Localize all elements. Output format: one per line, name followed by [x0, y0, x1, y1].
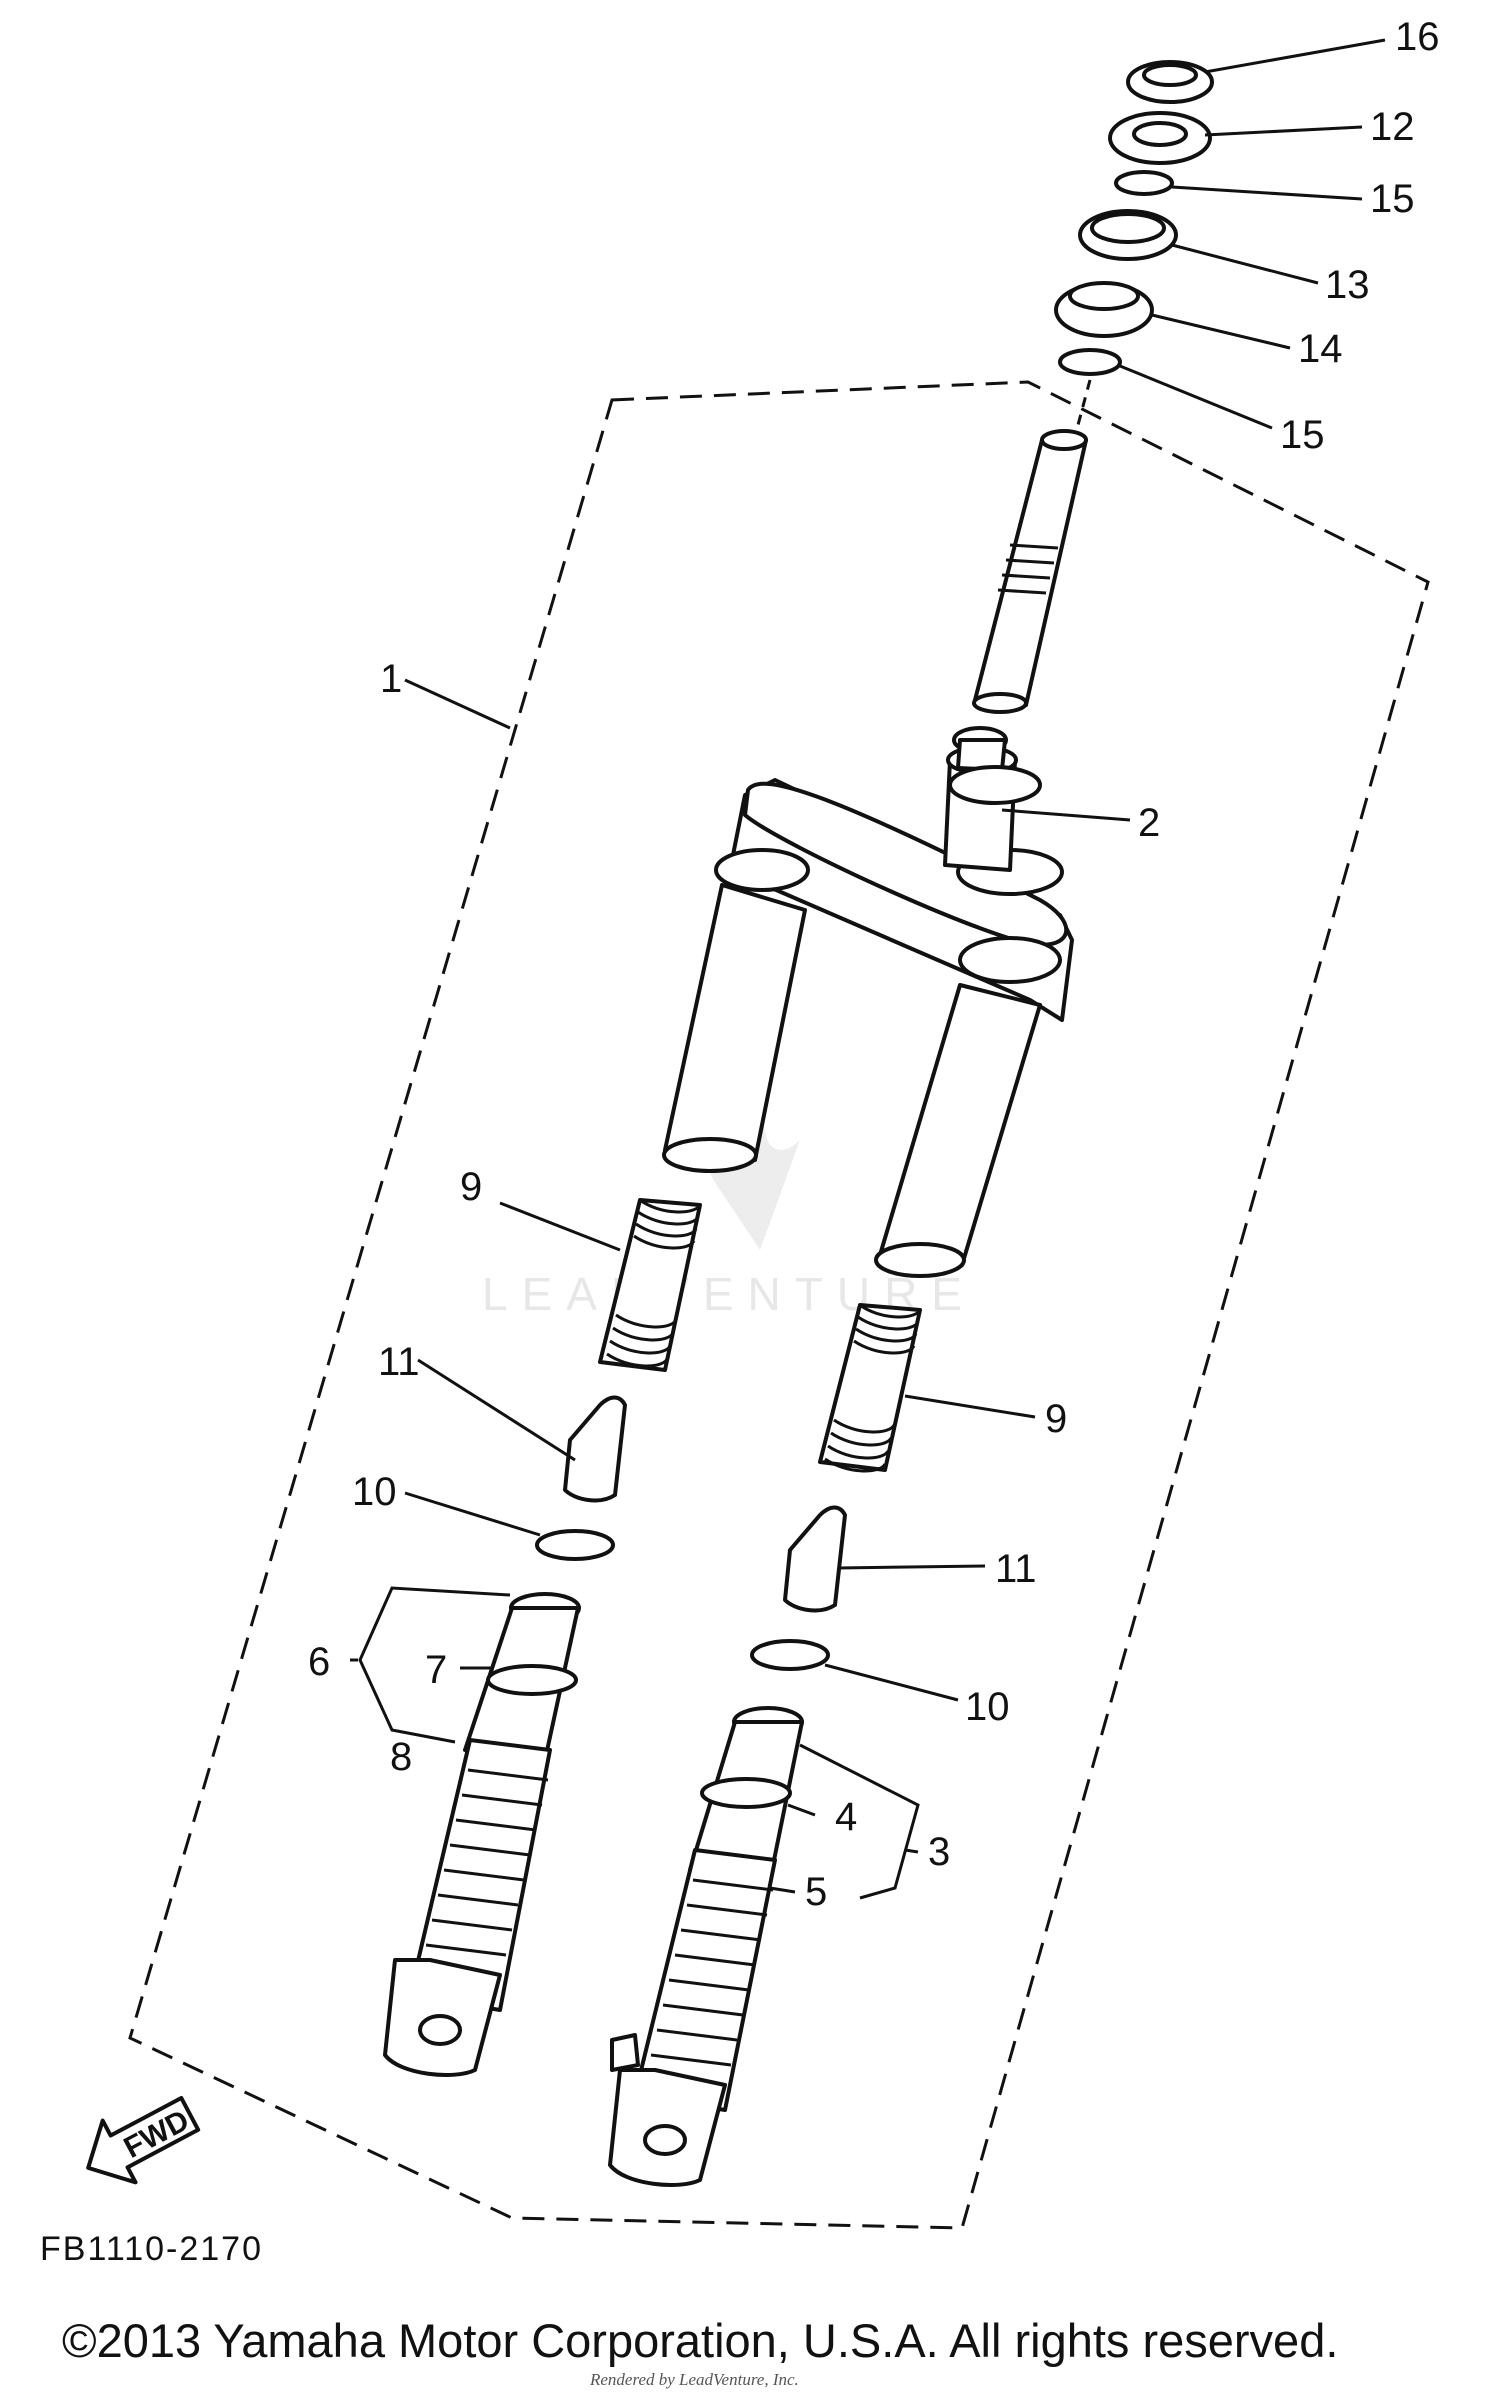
fork-spring-right: [818, 1303, 922, 1473]
diagram-code: FB1110-2170: [40, 2230, 263, 2268]
callout-labels: 16 12 15 13 14 15 1 2 9 9 11 11 10 10 6 …: [308, 15, 1440, 1914]
callout-3: 3: [928, 1830, 950, 1874]
callout-10-left: 10: [352, 1470, 397, 1514]
rendered-by: Rendered by LeadVenture, Inc.: [589, 2370, 799, 2389]
callout-12: 12: [1370, 105, 1415, 149]
collar-right: [783, 1505, 847, 1613]
collar-left: [563, 1395, 627, 1503]
top-bearing-stack: [1054, 60, 1214, 426]
callout-7: 7: [425, 1648, 447, 1692]
steering-stem: [972, 429, 1088, 714]
part-15-bearing: [1114, 170, 1174, 196]
callout-4: 4: [835, 1795, 857, 1839]
o-ring-right: [750, 1639, 830, 1671]
callout-14: 14: [1298, 327, 1343, 371]
o-ring-left: [535, 1529, 615, 1561]
callout-15-lower: 15: [1280, 413, 1325, 457]
callout-10-right: 10: [965, 1685, 1010, 1729]
leader-lines: [350, 38, 1386, 1900]
callout-15-upper: 15: [1370, 177, 1415, 221]
assembly-boundary: [128, 380, 1430, 2230]
left-damper: [383, 1592, 581, 2077]
callout-13: 13: [1325, 263, 1370, 307]
callout-9-left: 9: [460, 1165, 482, 1209]
fork-crown: [662, 726, 1074, 1278]
callout-9-right: 9: [1045, 1397, 1067, 1441]
part-15-washer: [1058, 348, 1122, 376]
fwd-arrow-icon: FWD: [86, 2095, 201, 2185]
fork-spring-left: [598, 1198, 702, 1372]
callout-2: 2: [1138, 801, 1160, 845]
callout-16: 16: [1395, 15, 1440, 59]
right-damper: [608, 1706, 804, 2187]
callout-11-left: 11: [378, 1340, 420, 1384]
copyright-notice: ©2013 Yamaha Motor Corporation, U.S.A. A…: [62, 2314, 1338, 2367]
callout-8: 8: [390, 1735, 412, 1779]
callout-6: 6: [308, 1640, 330, 1684]
callout-5: 5: [805, 1870, 827, 1914]
callout-1: 1: [380, 657, 402, 701]
callout-11-right: 11: [995, 1547, 1037, 1591]
